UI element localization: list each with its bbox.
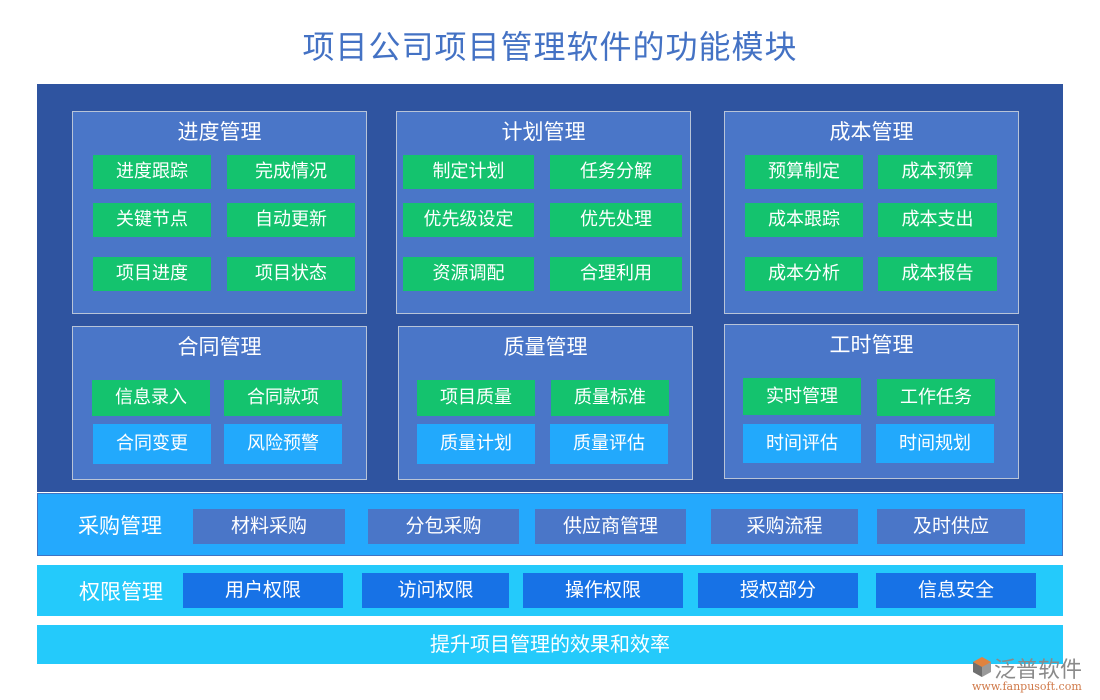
page-title: 项目公司项目管理软件的功能模块 — [302, 28, 798, 66]
feature-chip[interactable]: 质量计划 — [417, 424, 535, 464]
feature-chip[interactable]: 信息录入 — [92, 380, 210, 416]
feature-chip[interactable]: 自动更新 — [227, 203, 355, 237]
module-schedule: 进度管理 进度跟踪 完成情况 关键节点 自动更新 项目进度 项目状态 — [72, 111, 367, 314]
watermark-name: 泛普软件 — [994, 658, 1083, 683]
feature-chip[interactable]: 质量标准 — [551, 380, 669, 416]
permission-label: 权限管理 — [79, 580, 163, 604]
feature-chip[interactable]: 合理利用 — [550, 257, 682, 291]
feature-chip[interactable]: 优先级设定 — [403, 203, 534, 237]
module-planning: 计划管理 制定计划 任务分解 优先级设定 优先处理 资源调配 合理利用 — [396, 111, 691, 314]
procurement-chip[interactable]: 分包采购 — [368, 509, 519, 544]
module-title: 计划管理 — [501, 120, 586, 144]
permission-chip[interactable]: 信息安全 — [876, 573, 1036, 608]
feature-chip[interactable]: 实时管理 — [743, 378, 861, 415]
feature-chip[interactable]: 成本跟踪 — [745, 203, 863, 237]
feature-chip[interactable]: 预算制定 — [745, 155, 863, 189]
module-title: 进度管理 — [177, 120, 262, 144]
feature-chip[interactable]: 资源调配 — [403, 257, 534, 291]
feature-chip[interactable]: 成本报告 — [878, 257, 997, 291]
procurement-label: 采购管理 — [78, 514, 162, 538]
feature-chip[interactable]: 优先处理 — [550, 203, 682, 237]
procurement-band: 采购管理 材料采购 分包采购 供应商管理 采购流程 及时供应 — [37, 493, 1063, 556]
feature-chip[interactable]: 制定计划 — [403, 155, 534, 189]
feature-chip[interactable]: 成本分析 — [745, 257, 863, 291]
module-contract: 合同管理 信息录入 合同款项 合同变更 风险预警 — [72, 326, 367, 480]
footer-banner: 提升项目管理的效果和效率 — [37, 625, 1063, 664]
feature-chip[interactable]: 合同款项 — [224, 380, 342, 416]
watermark-logo: 泛普软件 www.fanpusoft.com — [972, 656, 1100, 700]
watermark-url: www.fanpusoft.com — [972, 680, 1082, 693]
feature-chip[interactable]: 风险预警 — [224, 424, 342, 464]
module-title: 合同管理 — [177, 335, 262, 359]
permission-band: 权限管理 用户权限 访问权限 操作权限 授权部分 信息安全 — [37, 565, 1063, 616]
feature-chip[interactable]: 时间评估 — [743, 424, 861, 463]
feature-chip[interactable]: 完成情况 — [227, 155, 355, 189]
module-quality: 质量管理 项目质量 质量标准 质量计划 质量评估 — [398, 326, 693, 480]
feature-chip[interactable]: 合同变更 — [93, 424, 211, 464]
permission-chip[interactable]: 访问权限 — [362, 573, 509, 608]
feature-chip[interactable]: 进度跟踪 — [93, 155, 211, 189]
logo-mark-icon — [973, 657, 991, 677]
permission-chip[interactable]: 授权部分 — [698, 573, 858, 608]
module-title: 成本管理 — [829, 120, 914, 144]
module-title: 工时管理 — [829, 333, 914, 357]
procurement-chip[interactable]: 供应商管理 — [535, 509, 686, 544]
feature-chip[interactable]: 任务分解 — [550, 155, 682, 189]
feature-chip[interactable]: 项目进度 — [93, 257, 211, 291]
module-cost: 成本管理 预算制定 成本预算 成本跟踪 成本支出 成本分析 成本报告 — [724, 111, 1019, 314]
permission-chip[interactable]: 用户权限 — [183, 573, 343, 608]
feature-chip[interactable]: 成本预算 — [878, 155, 997, 189]
module-title: 质量管理 — [503, 335, 588, 359]
feature-chip[interactable]: 项目质量 — [417, 380, 535, 416]
feature-chip[interactable]: 项目状态 — [227, 257, 355, 291]
procurement-chip[interactable]: 材料采购 — [193, 509, 345, 544]
module-worktime: 工时管理 实时管理 工作任务 时间评估 时间规划 — [724, 324, 1019, 479]
procurement-chip[interactable]: 采购流程 — [711, 509, 858, 544]
feature-chip[interactable]: 质量评估 — [550, 424, 668, 464]
feature-chip[interactable]: 成本支出 — [878, 203, 997, 237]
permission-chip[interactable]: 操作权限 — [523, 573, 683, 608]
feature-chip[interactable]: 时间规划 — [876, 424, 994, 463]
procurement-chip[interactable]: 及时供应 — [877, 509, 1025, 544]
feature-chip[interactable]: 工作任务 — [877, 379, 995, 416]
feature-chip[interactable]: 关键节点 — [93, 203, 211, 237]
